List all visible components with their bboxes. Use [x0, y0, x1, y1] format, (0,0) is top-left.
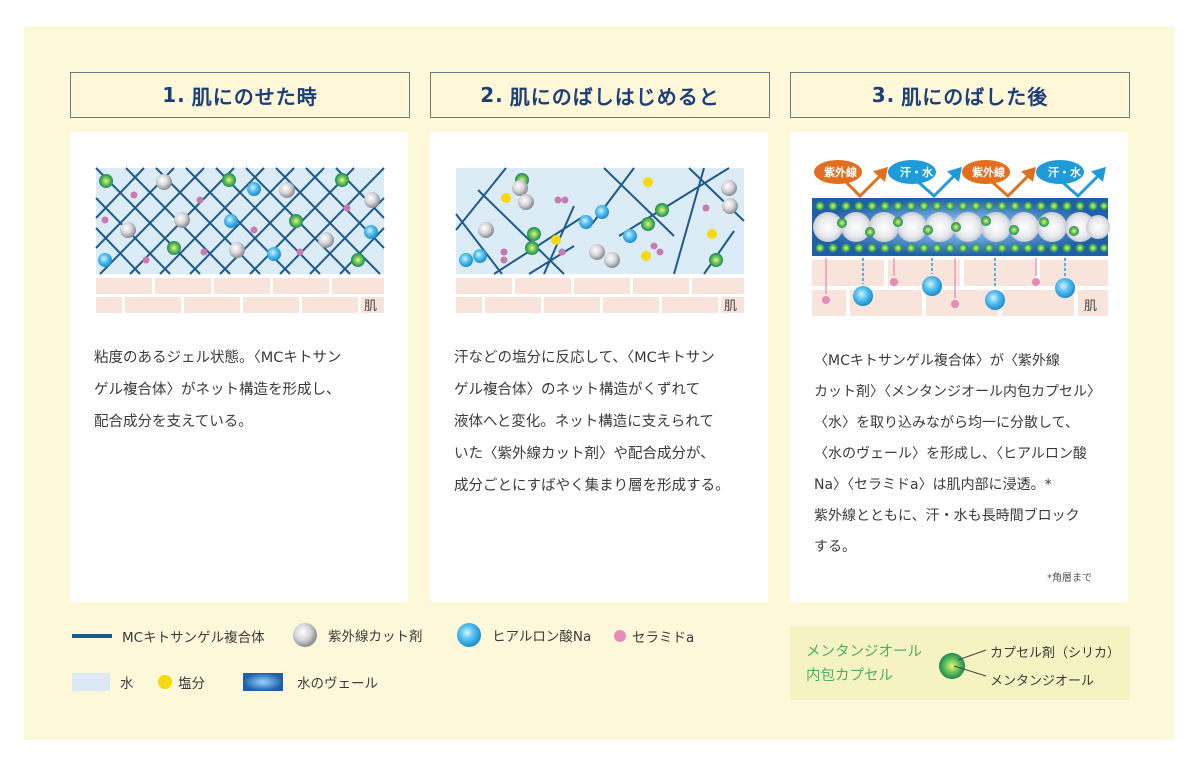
water-swatch-icon	[72, 673, 110, 691]
legend-item-hyaluronic: ヒアルロン酸Na	[456, 622, 591, 648]
pink-dot-icon	[614, 630, 626, 642]
legend-item-salt: 塩分	[158, 672, 205, 692]
yellow-dot-icon	[158, 675, 172, 689]
capsule-inner-label: メンタンジオール	[990, 674, 1095, 689]
column-1-title: 1. 肌にのせた時	[70, 72, 410, 118]
step-title: 肌にのせた時	[191, 84, 318, 109]
skin-label: 肌	[364, 299, 378, 314]
capsule-legend-box: メンタンジオール 内包カプセル カプセル剤（シリカ） メンタンジオール	[790, 626, 1130, 700]
water-veil-diagram	[812, 160, 1110, 316]
column-3-title: 3. 肌にのばした後	[790, 72, 1130, 118]
gray-sphere-icon	[293, 623, 317, 647]
uv-badge	[962, 160, 1010, 184]
panel-1: 肌 粘度のあるジェル状態。〈MCキトサン ゲル複合体〉がネット構造を形成し、 配…	[70, 132, 408, 602]
legend-item-water-veil: 水のヴェール	[243, 672, 378, 692]
uv-badge-label: 紫外線	[824, 166, 857, 179]
column-2-description: 汗などの塩分に反応して、〈MCキトサン ゲル複合体〉のネット構造がくずれて 液体…	[454, 350, 730, 494]
column-2-title: 2. 肌にのばしはじめると	[430, 72, 770, 118]
capsule-icon	[939, 649, 987, 679]
sweat-water-badge	[1036, 160, 1084, 184]
step-title: 肌にのばした後	[901, 84, 1049, 109]
panel-3: 紫外線 汗・水 紫外線 汗・水 肌 〈MCキトサンゲル複合体〉が〈紫外線 カット…	[790, 132, 1128, 602]
column-3-description: 〈MCキトサンゲル複合体〉が〈紫外線 カット剤〉〈メンタンジオール内包カプセル〉…	[814, 353, 1101, 555]
legend-item-water: 水	[72, 672, 134, 692]
gel-network-diagram	[95, 167, 385, 313]
legend-item-uv-cut: 紫外線カット剤	[292, 622, 423, 648]
capsule-title: メンタンジオール 内包カプセル	[806, 644, 922, 684]
footnote: *角層まで	[1047, 573, 1092, 584]
column-1-description: 粘度のあるジェル状態。〈MCキトサン ゲル複合体〉がネット構造を形成し、 配合成…	[94, 350, 342, 430]
uv-badge-label: 紫外線	[972, 166, 1005, 179]
capsule-outer-label: カプセル剤（シリカ）	[990, 646, 1121, 661]
sweat-badge-label: 汗・水	[1048, 166, 1081, 179]
blue-sphere-icon	[457, 623, 481, 647]
panel-2: 肌 汗などの塩分に反応して、〈MCキトサン ゲル複合体〉のネット構造がくずれて …	[430, 132, 768, 602]
sweat-water-badge	[888, 160, 936, 184]
step-number: 1.	[162, 83, 186, 107]
step-title: 肌にのばしはじめると	[509, 84, 720, 109]
skin-label: 肌	[1084, 299, 1098, 314]
legend-item-mc-chitosan: MCキトサンゲル複合体	[72, 626, 265, 646]
line-icon	[72, 634, 112, 638]
uv-badge	[814, 160, 862, 184]
skin-label: 肌	[724, 299, 738, 314]
legend-item-ceramide: セラミドa	[614, 626, 694, 646]
step-number: 3.	[871, 83, 896, 107]
veil-swatch-icon	[243, 673, 283, 691]
sweat-badge-label: 汗・水	[900, 166, 933, 179]
step-number: 2.	[480, 83, 504, 107]
network-breakdown-diagram	[455, 167, 745, 313]
